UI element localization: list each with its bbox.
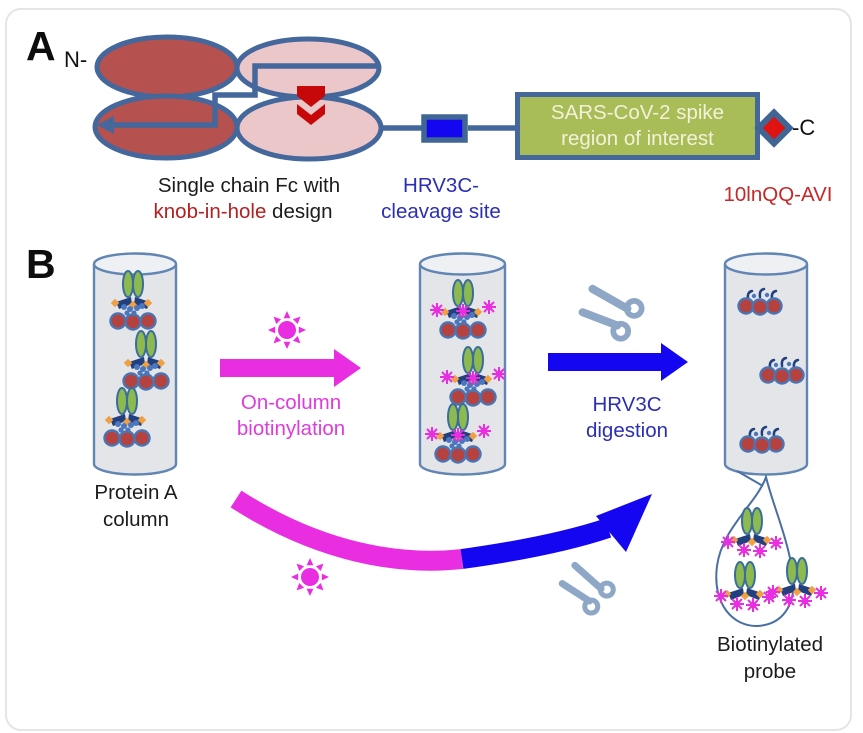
biotinylated-column [418, 252, 507, 476]
n-terminal-arrowhead [97, 116, 114, 134]
n-terminus-label: N- [64, 47, 88, 72]
c-terminus-label: -C [792, 115, 816, 140]
product-label-line1: Biotinylated [717, 633, 823, 656]
fc-knob-hole-schematic [92, 34, 794, 162]
panel-a-label: A [26, 23, 56, 69]
step2-label-line2: digestion [585, 419, 669, 442]
knob-in-hole-text: knob-in-hole [153, 200, 267, 223]
product-label-line2: probe [743, 660, 797, 683]
avi-tag-label: 10lnQQ-AVI [723, 183, 833, 206]
scissors-icon [578, 280, 645, 342]
biotinylation-arrow [220, 349, 361, 387]
spike-roi-line1: SARS-CoV-2 spike [550, 100, 725, 124]
panel-b-label: B [26, 241, 56, 287]
protein-a-label-line2: column [102, 508, 170, 531]
step1-label-line1: On-column [240, 391, 342, 414]
digested-column [723, 252, 809, 476]
combined-bypass-arrow [230, 490, 652, 571]
spike-roi-box [515, 92, 760, 160]
fc-knob-top-ellipse [94, 34, 240, 100]
sun-icon [268, 311, 306, 349]
single-chain-linker-path [110, 63, 377, 128]
fc-caption-line1: Single chain Fc with [157, 174, 341, 197]
avi-tag-diamond-icon [754, 108, 794, 148]
sun-icon [291, 558, 329, 596]
knob-chevron-icon [297, 86, 325, 125]
design-text: design [266, 200, 333, 223]
protein-a-label-line1: Protein A [94, 481, 178, 504]
fc-hole-bottom-ellipse [234, 94, 384, 162]
step2-label-line1: HRV3C [592, 393, 662, 416]
spike-roi-text: SARS-CoV-2 spike region of interest [517, 94, 758, 157]
protein-a-column [92, 252, 178, 476]
scissors-icon [557, 559, 616, 616]
fc-caption-line2: knob-in-hole design [154, 199, 333, 225]
spike-roi-line2: region of interest [561, 126, 714, 150]
step1-label-line2: biotinylation [236, 417, 346, 440]
cleavage-label-line2: cleavage site [381, 200, 501, 223]
elution-drop [714, 470, 828, 628]
cleavage-label-line1: HRV3C- [403, 174, 479, 197]
hrv3c-site-box [421, 114, 468, 143]
digestion-arrow [548, 343, 688, 381]
